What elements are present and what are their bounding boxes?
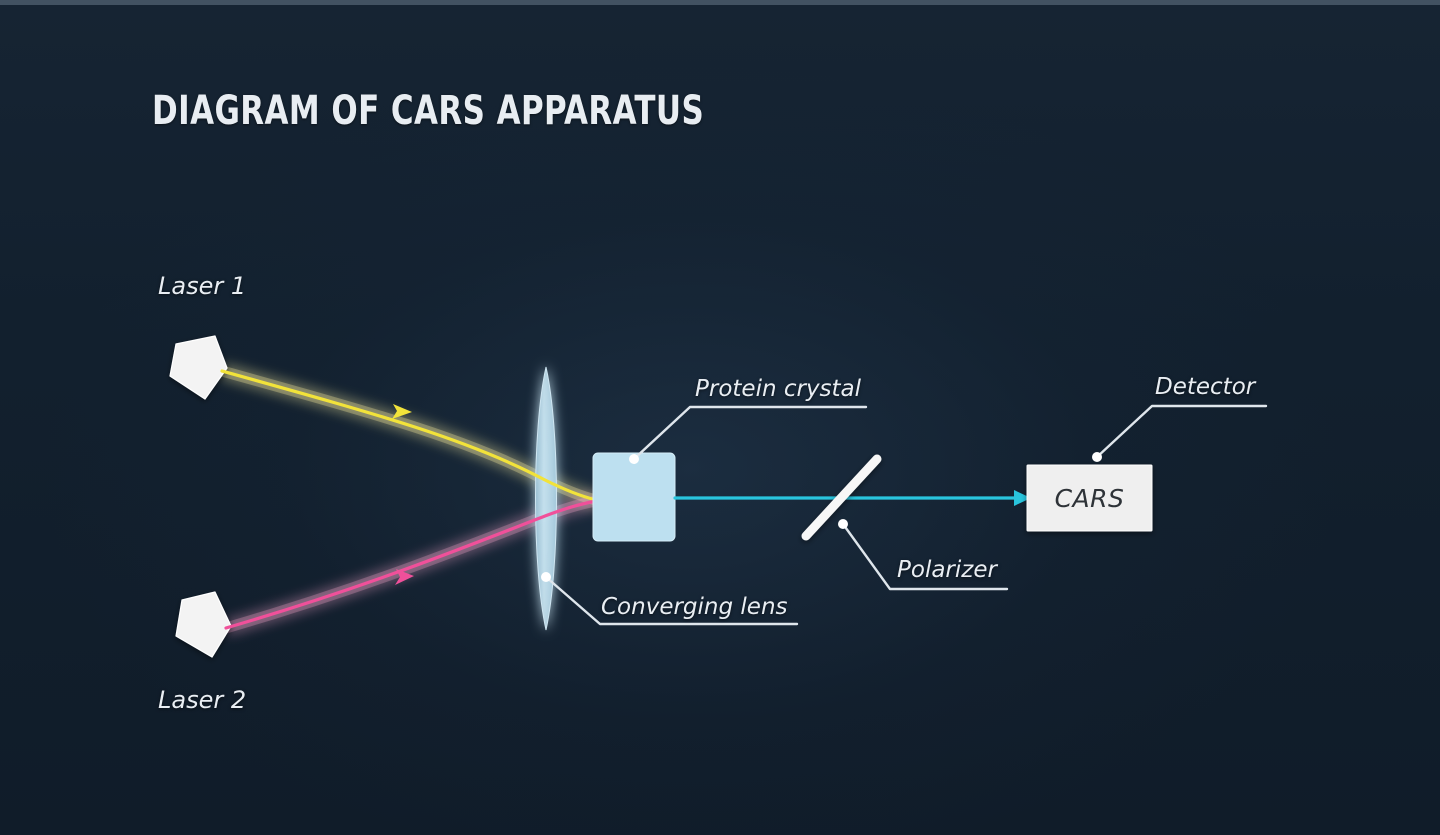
leader-polarizer xyxy=(838,519,1009,591)
leader-lines xyxy=(541,404,1268,626)
leader-converging-lens xyxy=(541,572,799,626)
leader-detector xyxy=(1092,404,1268,462)
laser-1-source[interactable] xyxy=(169,335,228,400)
label-converging-lens: Converging lens xyxy=(601,594,788,620)
laser-2-source[interactable] xyxy=(175,591,232,658)
converging-lens[interactable] xyxy=(535,366,557,631)
protein-crystal[interactable] xyxy=(592,452,676,542)
label-protein-crystal: Protein crystal xyxy=(695,376,862,402)
label-laser-1: Laser 1 xyxy=(158,272,247,300)
detector-box-text: CARS xyxy=(1054,483,1125,513)
leader-protein-crystal xyxy=(629,405,868,464)
cars-signal-beam xyxy=(673,490,1031,506)
polarizer[interactable] xyxy=(801,454,882,541)
detector[interactable] xyxy=(1026,464,1153,532)
label-polarizer: Polarizer xyxy=(897,557,997,583)
laser-2-beam xyxy=(224,499,598,630)
laser-1-beam xyxy=(220,369,598,502)
top-edge-strip xyxy=(0,0,1440,5)
label-detector: Detector xyxy=(1155,374,1256,400)
label-laser-2: Laser 2 xyxy=(158,686,247,714)
page-title: DIAGRAM OF CARS APPARATUS xyxy=(152,88,705,134)
